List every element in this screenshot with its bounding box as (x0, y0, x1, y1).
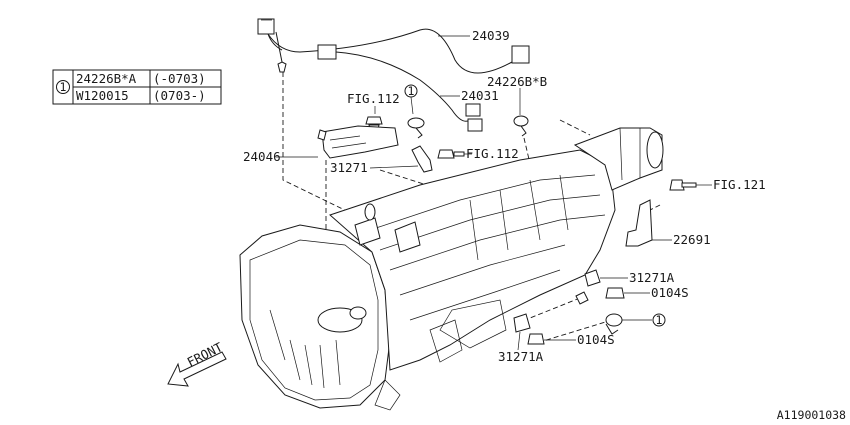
legend-ref-circle (56, 80, 70, 94)
harness-connector (511, 45, 530, 64)
front-direction-indicator: FRONT (167, 339, 227, 387)
harness-connector (467, 118, 483, 132)
clamp-group-right: 1 (605, 313, 666, 335)
main-case (329, 149, 616, 371)
callout-31271A-right: 31271A (629, 270, 675, 285)
clamp-group-top: 1 24226B*B (404, 74, 547, 139)
callout-24039: 24039 (472, 28, 510, 43)
callout-fig112-mid: FIG.112 (466, 146, 519, 161)
transmission-assembly (239, 127, 664, 411)
callout-22691: 22691 (673, 232, 711, 247)
sensor-31271A-bottom: 0104S 31271A (498, 313, 615, 364)
callout-0104S-bottom: 0104S (577, 332, 615, 347)
legend-range-1: (-0703) (153, 71, 206, 86)
callout-31271: 31271 (330, 160, 368, 175)
callout-31271A-bottom: 31271A (498, 349, 544, 364)
harness-connector (317, 44, 337, 60)
ref-number: 1 (408, 84, 415, 98)
legend-ref-number: 1 (60, 80, 67, 94)
bracket-31271: 31271 FIG.112 (330, 145, 519, 175)
legend-table: 1 24226B*A (-0703) W120015 (0703-) (52, 69, 222, 105)
ref-number-right: 1 (656, 313, 663, 327)
clamp (513, 115, 529, 127)
bolt-fig121: FIG.121 (669, 177, 766, 192)
bracket-22691: 22691 (625, 199, 711, 247)
callout-24031: 24031 (461, 88, 499, 103)
callout-0104S-right: 0104S (651, 285, 689, 300)
callout-24046: 24046 (243, 149, 281, 164)
legend-range-2: (0703-) (153, 88, 206, 103)
bell-housing (239, 224, 391, 409)
diagram-id: A119001038 (777, 408, 846, 422)
clamp (407, 117, 425, 129)
callout-24226B-B: 24226B*B (487, 74, 547, 89)
legend-part-2: W120015 (76, 88, 129, 103)
ref-circle (652, 313, 666, 327)
sensor-31271A-right: 31271A 0104S (575, 269, 689, 305)
harness-clip (277, 61, 287, 73)
callout-fig121: FIG.121 (713, 177, 766, 192)
bracket-24046: 24046 (243, 125, 399, 164)
harness-24039: 24039 24031 (257, 18, 530, 132)
callout-fig112-top: FIG.112 (347, 91, 400, 106)
front-arrow-icon (167, 351, 227, 387)
legend-part-1: 24226B*A (76, 71, 137, 86)
bolt-fig112-top: FIG.112 (347, 91, 400, 133)
harness-connector (257, 18, 275, 35)
harness-connector (465, 103, 481, 117)
